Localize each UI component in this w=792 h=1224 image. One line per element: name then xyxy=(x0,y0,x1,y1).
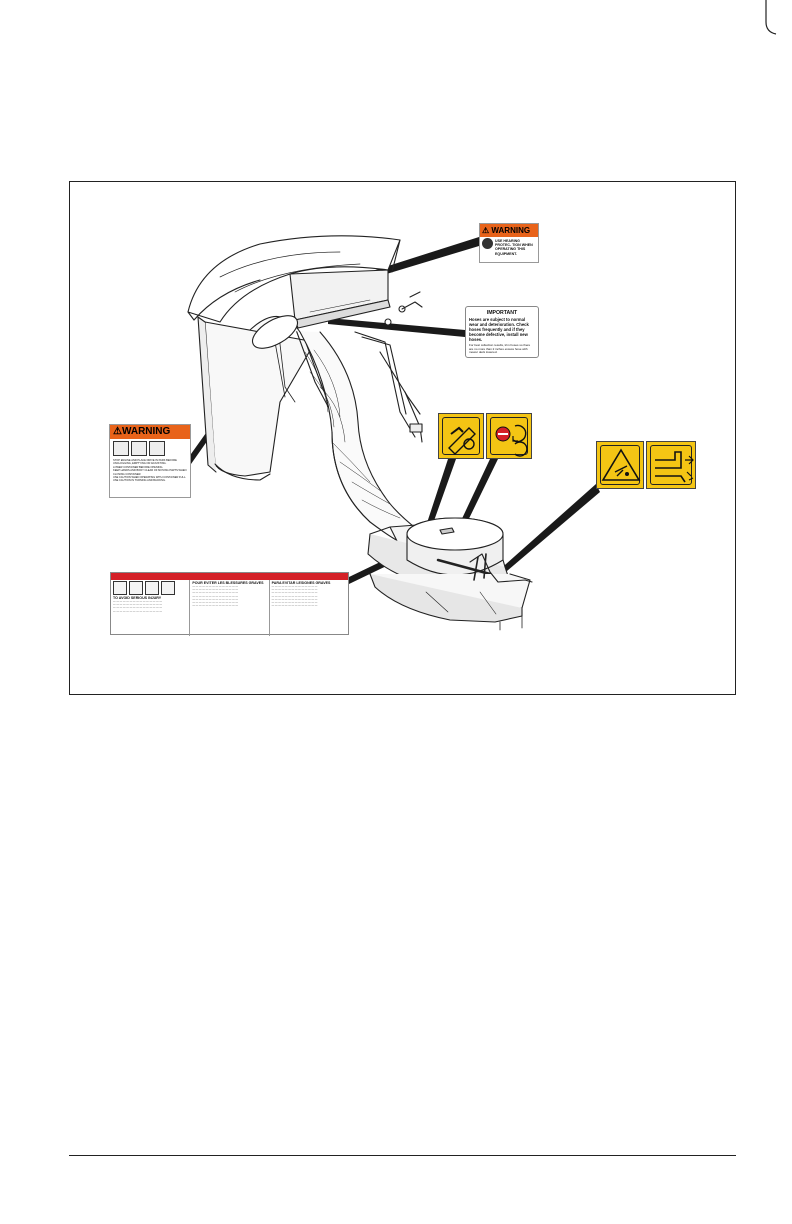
hand-cut-icon xyxy=(113,581,127,595)
danger-col-spanish: PARA EVITAR LESIONES GRAVES — — — — — — … xyxy=(270,580,348,636)
bystander-icon xyxy=(161,581,175,595)
discharge-chute-icon xyxy=(655,451,694,483)
warning-header: ⚠ WARNING xyxy=(480,224,538,237)
warning-left-line: KEEP HANDS AND BODY CLEAR OF MOVING PART… xyxy=(113,469,187,476)
warning-left-line: USE CAUTION IN TURNING AND BACKING. xyxy=(113,479,166,483)
warning-decal-unclogging: ⚠WARNING STOP ENGINE AND PLACE DRIVE IN … xyxy=(109,424,191,498)
no-riders-icon xyxy=(145,581,159,595)
danger-heading-en: TO AVOID SERIOUS INJURY xyxy=(113,596,162,600)
danger-col-english: TO AVOID SERIOUS INJURY — — — — — — — — … xyxy=(111,580,191,636)
warning-triangle-icon xyxy=(601,448,641,481)
footer-rule xyxy=(69,1155,736,1156)
intake-hose xyxy=(249,316,419,543)
warning-decal-hearing: ⚠ WARNING USE HEARING PROTEC- TION WHEN … xyxy=(479,223,539,263)
leader-yellow-right xyxy=(488,484,600,582)
grass-collector-illustration xyxy=(187,235,600,631)
thrown-object-icon xyxy=(131,441,147,456)
warning-left-header: ⚠WARNING xyxy=(110,425,190,439)
danger-red-band xyxy=(111,573,348,580)
warning-left-line: USE CAUTION WHEN OPERATING WITH CONTAINE… xyxy=(113,476,187,480)
leader-yellow-left xyxy=(424,459,456,532)
hand-blade-hazard-icon xyxy=(448,426,476,455)
thrown-objects-decal xyxy=(596,441,644,489)
figure-frame: ⚠ WARNING USE HEARING PROTEC- TION WHEN … xyxy=(69,181,736,695)
warning-header-text: WARNING xyxy=(491,226,531,235)
warning-left-line: LOWER CONTAINER BEFORE OPENING. xyxy=(113,465,164,469)
blade-hazard-decal xyxy=(438,413,484,459)
danger-heading-fr: POUR EVITER LES BLESSURES GRAVES xyxy=(192,581,264,585)
important-title: IMPORTANT xyxy=(486,310,518,316)
leader-important xyxy=(328,318,465,337)
crop-mark-icon xyxy=(765,0,777,35)
important-note: For best collection results, trim hoses … xyxy=(469,343,531,355)
important-decal-hoses: IMPORTANT Hoses are subject to normal we… xyxy=(465,306,539,358)
engine-stop-icon xyxy=(149,441,165,456)
danger-decal-multilingual: TO AVOID SERIOUS INJURY — — — — — — — — … xyxy=(110,572,349,636)
warning-text: USE HEARING PROTEC- TION WHEN OPERATING … xyxy=(495,239,533,256)
warning-left-line: STOP ENGINE AND PLACE DRIVE IN PARK BEFO… xyxy=(113,459,177,466)
hand-entanglement-icon xyxy=(113,441,129,456)
rotating-parts-icon xyxy=(495,424,528,457)
read-manual-icon xyxy=(129,581,143,595)
hearing-protection-icon xyxy=(482,238,493,249)
danger-col-french: POUR EVITER LES BLESSURES GRAVES — — — —… xyxy=(190,580,270,636)
important-body: Hoses are subject to normal wear and det… xyxy=(469,317,529,342)
danger-heading-es: PARA EVITAR LESIONES GRAVES xyxy=(271,581,331,585)
warning-left-header-text: WARNING xyxy=(121,426,171,437)
discharge-hazard-decal xyxy=(646,441,696,489)
rotating-parts-decal xyxy=(486,413,532,459)
